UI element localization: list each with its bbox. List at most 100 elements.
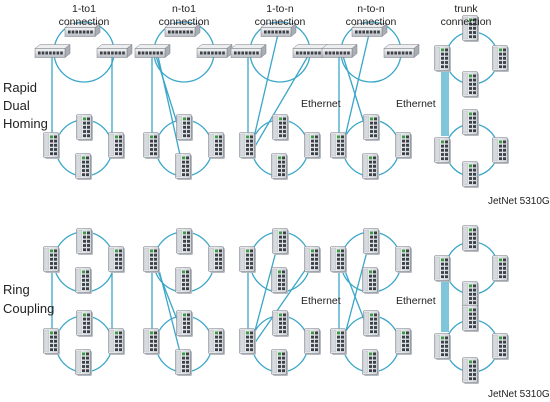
rack-switch-r1c4-2	[321, 43, 358, 59]
switch-r2c5-t2	[434, 255, 451, 282]
model-label-row1: JetNet 5310G	[488, 196, 550, 207]
column-header-3-line2: connection	[255, 16, 306, 28]
column-header-3-line1: 1-to-n	[266, 3, 294, 15]
switch-r2c1-t4	[75, 267, 92, 294]
link-r1c3-3	[253, 55, 309, 149]
column-header-4-line2: connection	[346, 16, 397, 28]
switch-r1c4-b3	[395, 132, 412, 159]
switch-r2c3-t1	[272, 228, 289, 255]
switch-r1c2-b1	[176, 114, 193, 141]
switch-r1c2-b3	[208, 132, 225, 159]
switch-r1c4-b1	[363, 114, 380, 141]
switch-r1c5-b1	[462, 109, 479, 136]
switch-r2c1-b3	[108, 328, 125, 355]
link-r1c2-3	[157, 55, 183, 165]
link-r1c3-2	[251, 33, 279, 147]
rack-switch-r1c2-2	[134, 43, 171, 59]
column-header-5-line1: trunk	[454, 3, 478, 15]
switch-r2c4-b1	[363, 310, 380, 337]
link-r2c4-2	[342, 265, 366, 323]
rack-switch-r1c4-3	[383, 43, 420, 59]
switch-r1c5-b3	[492, 137, 509, 164]
switch-r2c2-t1	[176, 228, 193, 255]
column-header-2-line1: n-to1	[172, 3, 196, 15]
switch-r2c4-t1	[363, 228, 380, 255]
switch-r2c1-b1	[76, 310, 93, 337]
column-headers: 1-to1 connection n-to1 connection 1-to-n…	[59, 3, 492, 28]
ethernet-label-row2-col4: Ethernet	[396, 295, 436, 307]
switch-r1c1-b3	[108, 132, 125, 159]
ethernet-label-row2-col3: Ethernet	[301, 295, 341, 307]
link-r2c2-2	[155, 265, 179, 323]
switch-r2c3-b1	[272, 310, 289, 337]
switch-r2c5-t3	[492, 255, 509, 282]
ethernet-labels: Ethernet Ethernet Ethernet Ethernet	[301, 98, 436, 307]
switch-r2c5-t4	[462, 281, 479, 308]
column-header-1-line2: connection	[59, 16, 110, 28]
switch-r2c2-b2	[143, 328, 160, 355]
rack-switch-r1c1-1	[64, 22, 101, 38]
switch-r2c3-t4	[271, 267, 288, 294]
switch-r2c4-b4	[362, 349, 379, 376]
rack-switch-r1c1-3	[96, 43, 133, 59]
switch-r1c3-b2	[239, 132, 256, 159]
switch-r2c4-b3	[395, 328, 412, 355]
switch-r2c1-b4	[75, 349, 92, 376]
row-label-2-line1: Ring	[3, 282, 30, 297]
switch-r2c4-t4	[362, 267, 379, 294]
rack-switch-r1c3-1	[260, 22, 297, 38]
column-header-4-line1: n-to-n	[357, 3, 385, 15]
row-label-1-line1: Rapid	[3, 80, 37, 95]
switch-r2c2-b4	[175, 349, 192, 376]
link-r2c2-3	[157, 265, 183, 361]
ethernet-label-row1-col4: Ethernet	[396, 98, 436, 110]
rack-switch-r1c1-2	[34, 43, 71, 59]
switch-r2c5-b3	[492, 333, 509, 360]
ethernet-label-row1-col3: Ethernet	[301, 98, 341, 110]
switch-r1c5-t4	[462, 71, 479, 98]
switch-r2c2-b1	[176, 310, 193, 337]
switch-r2c5-b4	[462, 357, 479, 384]
switch-r2c1-t1	[76, 228, 93, 255]
switch-r2c1-b2	[43, 328, 60, 355]
switch-r1c5-t1	[462, 15, 479, 42]
switch-r1c4-b2	[330, 132, 347, 159]
switch-r1c2-b2	[143, 132, 160, 159]
switch-r2c5-b2	[434, 333, 451, 360]
switch-r1c5-b4	[462, 161, 479, 188]
row-label-2-line2: Coupling	[3, 301, 54, 316]
rack-switch-r1c4-1	[351, 22, 388, 38]
switch-r1c1-b2	[43, 132, 60, 159]
row-label-1-line2: Dual	[3, 98, 30, 113]
switch-r1c3-b1	[272, 114, 289, 141]
rack-switch-r1c2-1	[164, 22, 201, 38]
switch-r1c5-t3	[492, 45, 509, 72]
switch-r2c2-t4	[175, 267, 192, 294]
switch-r2c4-t2	[330, 246, 347, 273]
link-r1c4-2	[342, 55, 366, 127]
switch-r1c3-b4	[271, 153, 288, 180]
link-r2c4-3	[342, 243, 370, 343]
rack-switch-r1c3-2	[230, 43, 267, 59]
link-r1c2-2	[155, 55, 179, 127]
column-header-2-line2: connection	[159, 16, 210, 28]
switch-r2c3-b3	[304, 328, 321, 355]
link-r1c4-3	[342, 33, 370, 147]
switch-r2c2-t2	[143, 246, 160, 273]
switch-r1c4-b4	[362, 153, 379, 180]
switch-r1c2-b4	[175, 153, 192, 180]
row-labels: Rapid Dual Homing Ring Coupling	[3, 80, 54, 316]
row-label-1-line3: Homing	[3, 116, 48, 131]
switch-r2c1-t3	[108, 246, 125, 273]
switch-r2c3-b4	[271, 349, 288, 376]
switch-r2c4-b2	[330, 328, 347, 355]
column-header-5-line2: connection	[441, 16, 492, 28]
switch-r2c3-b2	[239, 328, 256, 355]
model-label-row2: JetNet 5310G	[488, 389, 550, 400]
switch-r2c2-b3	[208, 328, 225, 355]
switch-r2c5-t1	[462, 225, 479, 252]
switch-r1c1-b4	[75, 153, 92, 180]
switch-r1c3-b3	[304, 132, 321, 159]
switch-r1c5-b2	[434, 137, 451, 164]
